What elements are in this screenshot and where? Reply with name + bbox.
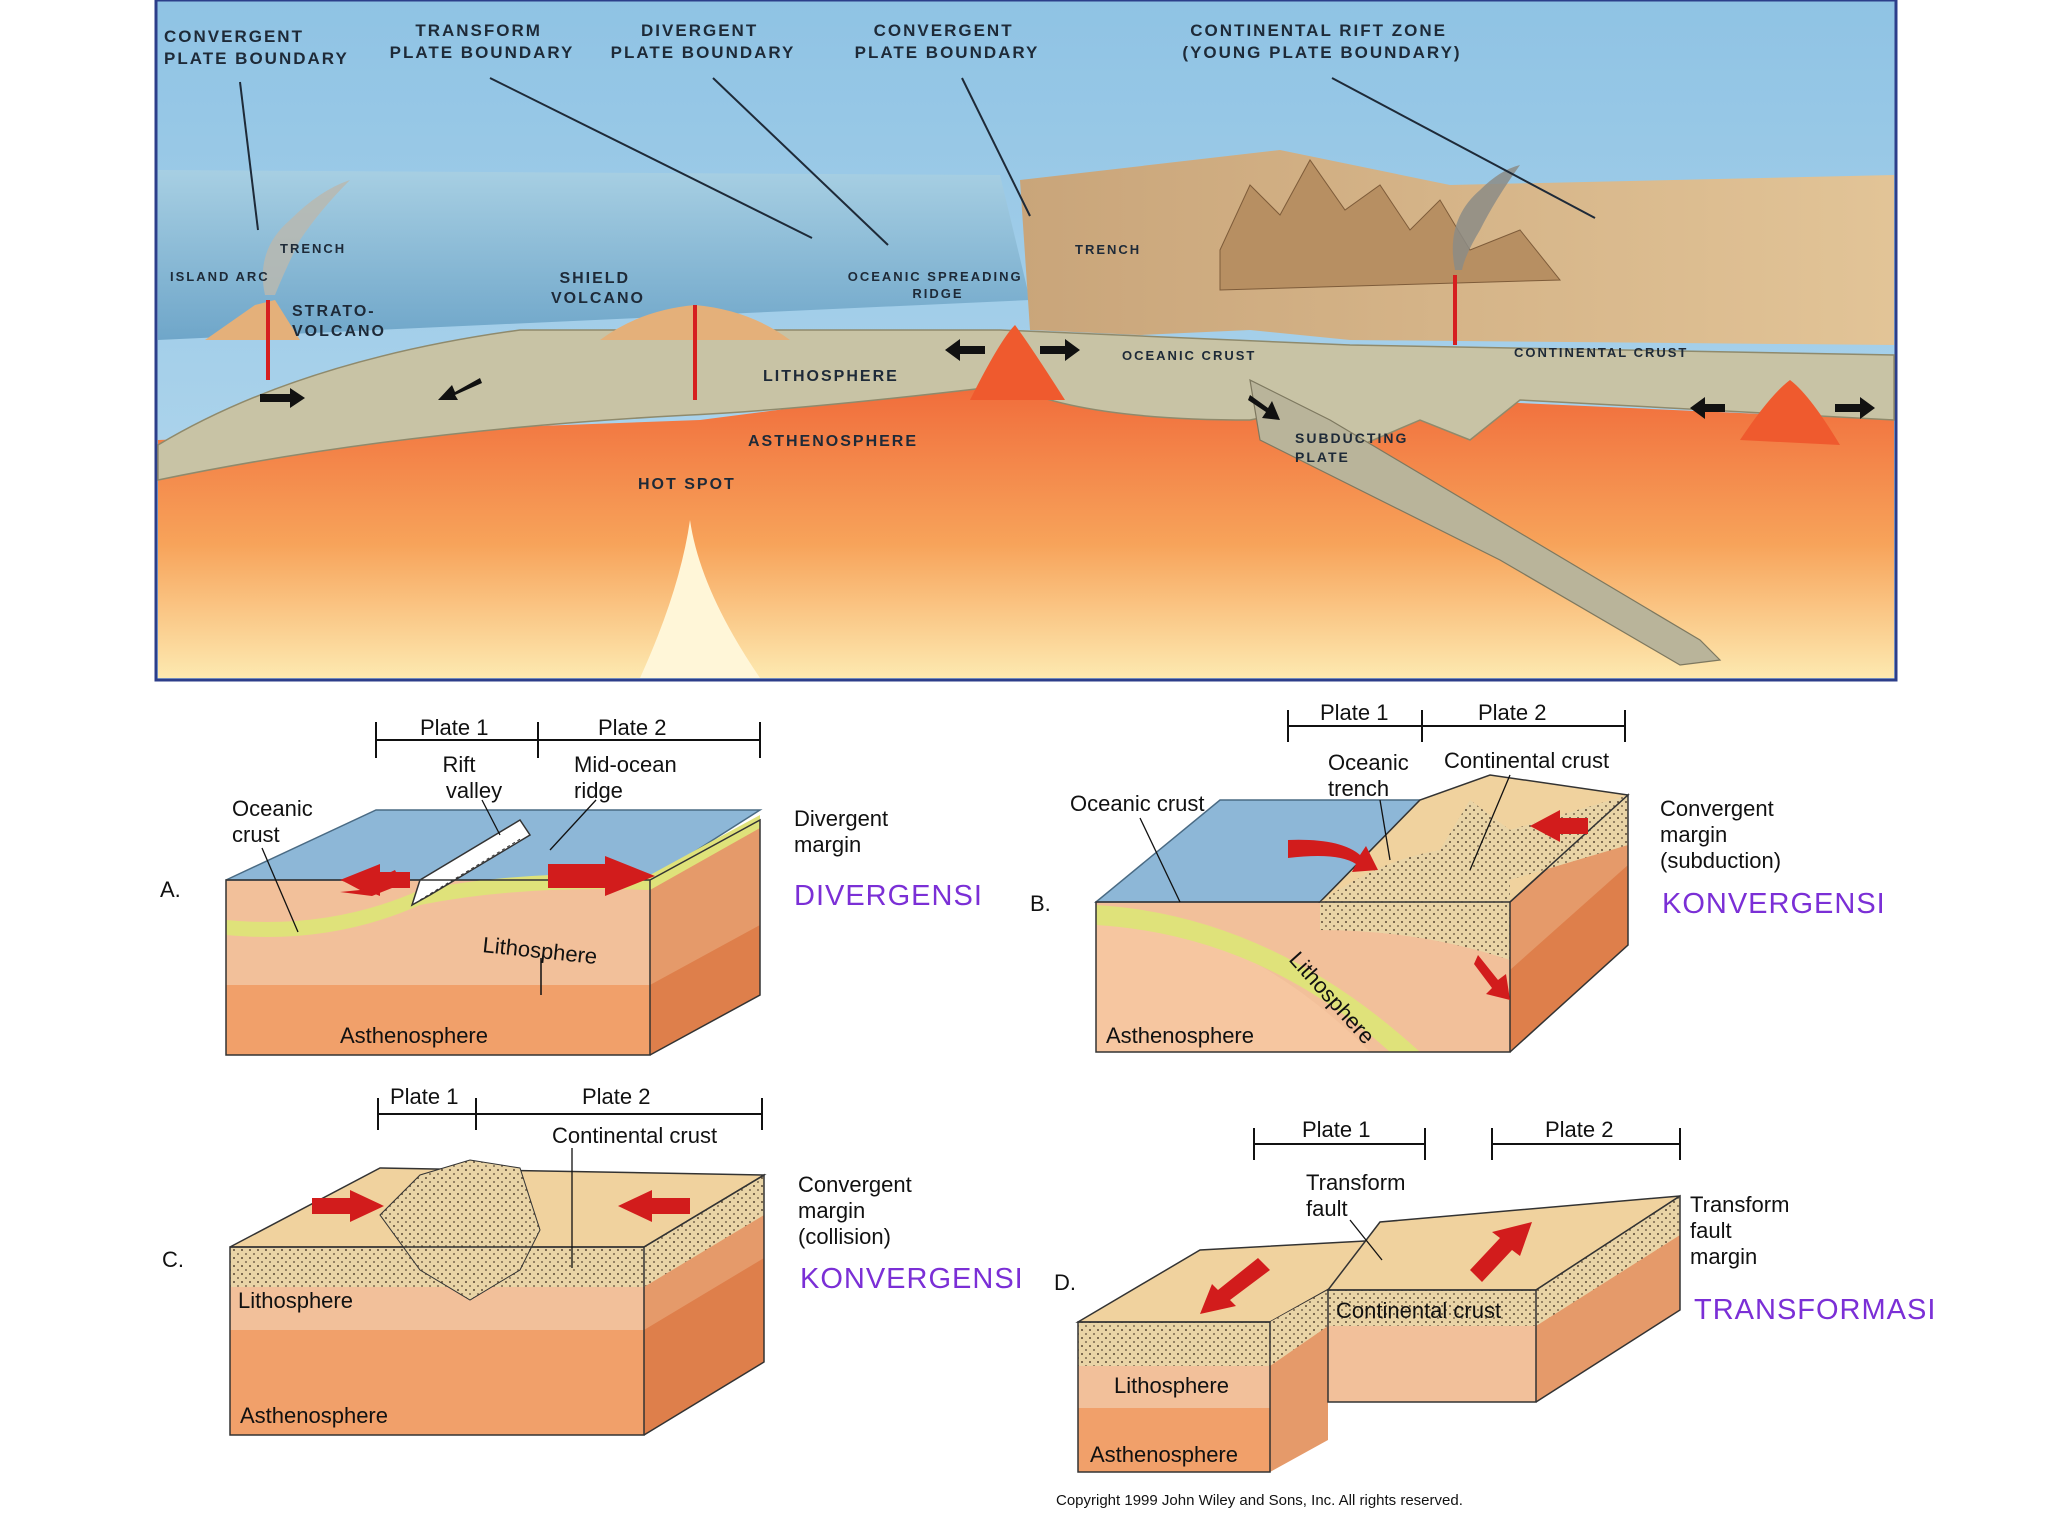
top-labels: ISLAND ARC TRENCH STRATO- VOLCANO SHIELD… xyxy=(170,241,1688,493)
d-lithosphere: Lithosphere xyxy=(1114,1373,1229,1398)
arrow-left-icon xyxy=(945,339,985,361)
copyright-notice: Copyright 1999 John Wiley and Sons, Inc.… xyxy=(1056,1492,1463,1509)
d-continental-crust: Continental crust xyxy=(1336,1298,1501,1323)
b-letter: B. xyxy=(1030,891,1051,916)
rift-magma xyxy=(1740,380,1840,445)
d-asthenosphere: Asthenosphere xyxy=(1090,1442,1238,1467)
strato-volcano-plume xyxy=(262,180,350,295)
d-transform-fault: Transform fault xyxy=(1306,1170,1412,1221)
b-plate-1: Plate 1 xyxy=(1320,700,1389,725)
diagram-a: Plate 1 Plate 2 Rift valley Mid-ocean ri… xyxy=(160,715,983,1056)
c-plate-1: Plate 1 xyxy=(390,1084,459,1109)
b-margin: Convergent margin (subduction) xyxy=(1660,796,1781,873)
a-rift-valley: Rift valley xyxy=(442,752,502,803)
a-plate-2: Plate 2 xyxy=(598,715,667,740)
label-oceanic-spreading-ridge: OCEANIC SPREADING RIDGE xyxy=(848,269,1028,301)
d-plate-1: Plate 1 xyxy=(1302,1117,1371,1142)
arrow-right-icon xyxy=(1835,397,1875,419)
arrow-down-right-icon xyxy=(1248,395,1280,420)
label-shield-volcano: SHIELD VOLCANO xyxy=(551,270,645,307)
a-tag-divergensi: DIVERGENSI xyxy=(794,880,983,912)
diagram-c: Plate 1 Plate 2 Continental crust Lithos… xyxy=(162,1084,1024,1436)
spread-arrow-left-icon xyxy=(340,864,410,896)
label-hot-spot: HOT SPOT xyxy=(638,476,736,493)
b-tag-konvergensi: KONVERGENSI xyxy=(1662,888,1886,920)
subduction-arrow-icon xyxy=(1288,839,1378,872)
transform-arrow-down-left-icon xyxy=(1200,1258,1270,1314)
mantle-layer xyxy=(158,380,1894,678)
d-plate-2: Plate 2 xyxy=(1545,1117,1614,1142)
mountain-range xyxy=(1219,159,1562,291)
d-margin: Transform fault margin xyxy=(1690,1192,1796,1269)
c-lithosphere: Lithosphere xyxy=(238,1288,353,1313)
c-tag-konvergensi: KONVERGENSI xyxy=(800,1263,1024,1295)
d-letter: D. xyxy=(1054,1270,1076,1295)
label-oceanic-crust: OCEANIC CRUST xyxy=(1122,348,1256,363)
label-trench-right: TRENCH xyxy=(1075,242,1141,257)
b-plate-2: Plate 2 xyxy=(1478,700,1547,725)
spread-arrow-right-icon xyxy=(548,856,655,896)
header-divergent: DIVERGENT PLATE BOUNDARY xyxy=(611,21,796,62)
arrow-right-icon xyxy=(1040,339,1080,361)
label-strato-volcano: STRATO- VOLCANO xyxy=(292,303,386,340)
label-trench-left: TRENCH xyxy=(280,241,346,256)
label-continental-crust: CONTINENTAL CRUST xyxy=(1514,345,1688,360)
spreading-ridge-magma xyxy=(970,325,1065,400)
c-asthenosphere: Asthenosphere xyxy=(240,1403,388,1428)
label-lithosphere: LITHOSPHERE xyxy=(763,368,899,385)
c-continental-crust: Continental crust xyxy=(552,1123,717,1148)
motion-arrows xyxy=(260,339,1875,420)
diagram-d: Plate 1 Plate 2 Transform fault Continen… xyxy=(1054,1117,1936,1473)
strato-volcano-cone xyxy=(205,300,300,340)
diagram-b: Plate 1 Plate 2 Oceanic trench Continent… xyxy=(1030,700,1886,1053)
b-oceanic-trench: Oceanic trench xyxy=(1328,750,1415,801)
rift-volcano-plume xyxy=(1452,165,1520,270)
a-asthenosphere: Asthenosphere xyxy=(340,1023,488,1048)
collision-arrow-right-icon xyxy=(312,1190,384,1222)
subducting-slab xyxy=(1249,378,1722,666)
ocean-surface xyxy=(158,170,1030,340)
c-margin: Convergent margin (collision) xyxy=(798,1172,918,1249)
c-letter: C. xyxy=(162,1247,184,1272)
arrow-left-icon xyxy=(1690,397,1725,419)
c-plate-2: Plate 2 xyxy=(582,1084,651,1109)
label-subducting-plate: SUBDUCTING PLATE xyxy=(1295,430,1414,465)
b-continental-crust: Continental crust xyxy=(1444,748,1609,773)
transform-arrow-up-right-icon xyxy=(1470,1222,1532,1282)
label-asthenosphere: ASTHENOSPHERE xyxy=(748,433,918,450)
hot-spot-plume xyxy=(640,520,760,678)
b-asthenosphere: Asthenosphere xyxy=(1106,1023,1254,1048)
a-mid-ocean-ridge: Mid-ocean ridge xyxy=(574,752,683,803)
arrow-right-icon xyxy=(260,388,305,408)
arrow-left-icon xyxy=(438,378,482,400)
d-tag-transformasi: TRANSFORMASI xyxy=(1694,1294,1936,1326)
a-margin: Divergent margin xyxy=(794,806,894,857)
a-plate-1: Plate 1 xyxy=(420,715,489,740)
b-oceanic-crust: Oceanic crust xyxy=(1070,791,1205,816)
label-island-arc: ISLAND ARC xyxy=(170,269,270,284)
header-convergent-left: CONVERGENT PLATE BOUNDARY xyxy=(164,27,349,68)
boundary-headers: CONVERGENT PLATE BOUNDARY TRANSFORM PLAT… xyxy=(164,21,1461,68)
leader-lines xyxy=(239,77,1596,246)
a-letter: A. xyxy=(160,877,181,902)
continent-arrow-left-icon xyxy=(1530,810,1588,842)
sinking-arrow-icon xyxy=(1474,955,1510,1000)
header-convergent-right: CONVERGENT PLATE BOUNDARY xyxy=(855,21,1040,62)
collision-arrow-left-icon xyxy=(618,1190,690,1222)
a-oceanic-crust: Oceanic crust xyxy=(232,796,319,847)
top-panel: CONVERGENT PLATE BOUNDARY TRANSFORM PLAT… xyxy=(154,0,1898,682)
header-rift-zone: CONTINENTAL RIFT ZONE (YOUNG PLATE BOUND… xyxy=(1182,21,1461,62)
header-transform: TRANSFORM PLATE BOUNDARY xyxy=(390,21,575,62)
